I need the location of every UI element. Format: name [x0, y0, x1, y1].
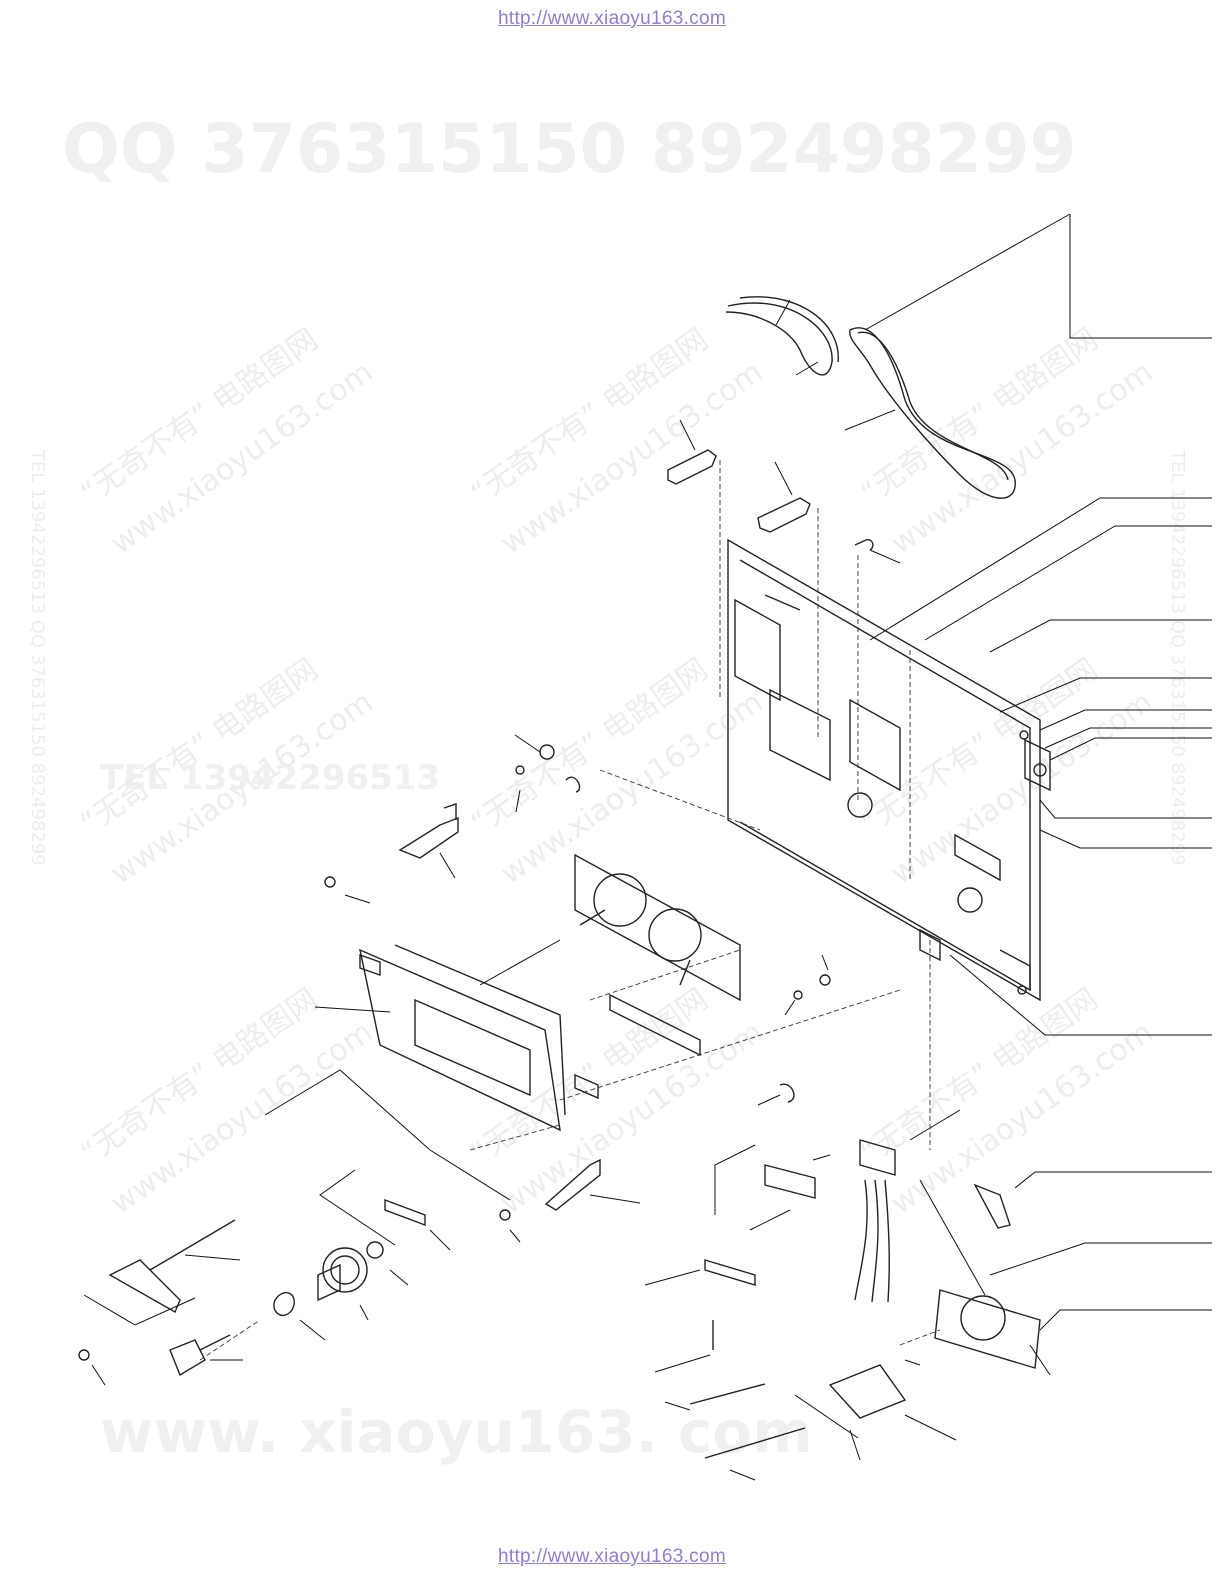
reel-plate: [574, 853, 741, 1057]
gear-assembly: [169, 1241, 384, 1377]
main-chassis: [727, 538, 1041, 1002]
long-screws: [689, 1383, 806, 1459]
lever-plate: [828, 1364, 907, 1419]
top-lever-1: [667, 449, 717, 485]
side-text-right: TEL 13942296513 QQ 376315150 892498299: [1167, 449, 1188, 866]
head-base: [934, 1289, 1041, 1369]
watermark-stamps: “无奇不有” 电路图网 www.xiaoyu163.com “无奇不有” 电路图…: [27, 322, 1188, 1222]
switch-pcb: [704, 1259, 756, 1350]
left-bracket: [108, 1219, 236, 1313]
side-text-left: TEL 13942296513 QQ 376315150 892498299: [27, 449, 48, 866]
clamp: [384, 1198, 426, 1227]
watermark-tel: TEL 13942296513: [100, 758, 441, 798]
small-belt: [725, 296, 839, 376]
top-lever-2: [757, 497, 811, 533]
large-belt: [849, 327, 1016, 499]
right-bracket: [1024, 738, 1051, 792]
head-wire-assembly: [854, 1139, 896, 1303]
watermark-site: www. xiaoyu163. com: [100, 1398, 813, 1466]
footer-url[interactable]: http://www.xiaoyu163.com: [498, 1546, 726, 1567]
header-url[interactable]: http://www.xiaoyu163.com: [498, 8, 726, 29]
pinch-arm: [973, 1183, 1011, 1229]
left-slider: [398, 803, 459, 859]
connector: [764, 1164, 816, 1199]
cassette-holder: [359, 944, 599, 1132]
watermark-qq: QQ 376315150 892498299: [62, 110, 1077, 189]
leader-lines: [83, 213, 1212, 1481]
top-spring: [854, 538, 874, 551]
hardware: [78, 744, 831, 1361]
lower-slider: [544, 1158, 601, 1211]
guide-lines: [199, 460, 941, 1361]
